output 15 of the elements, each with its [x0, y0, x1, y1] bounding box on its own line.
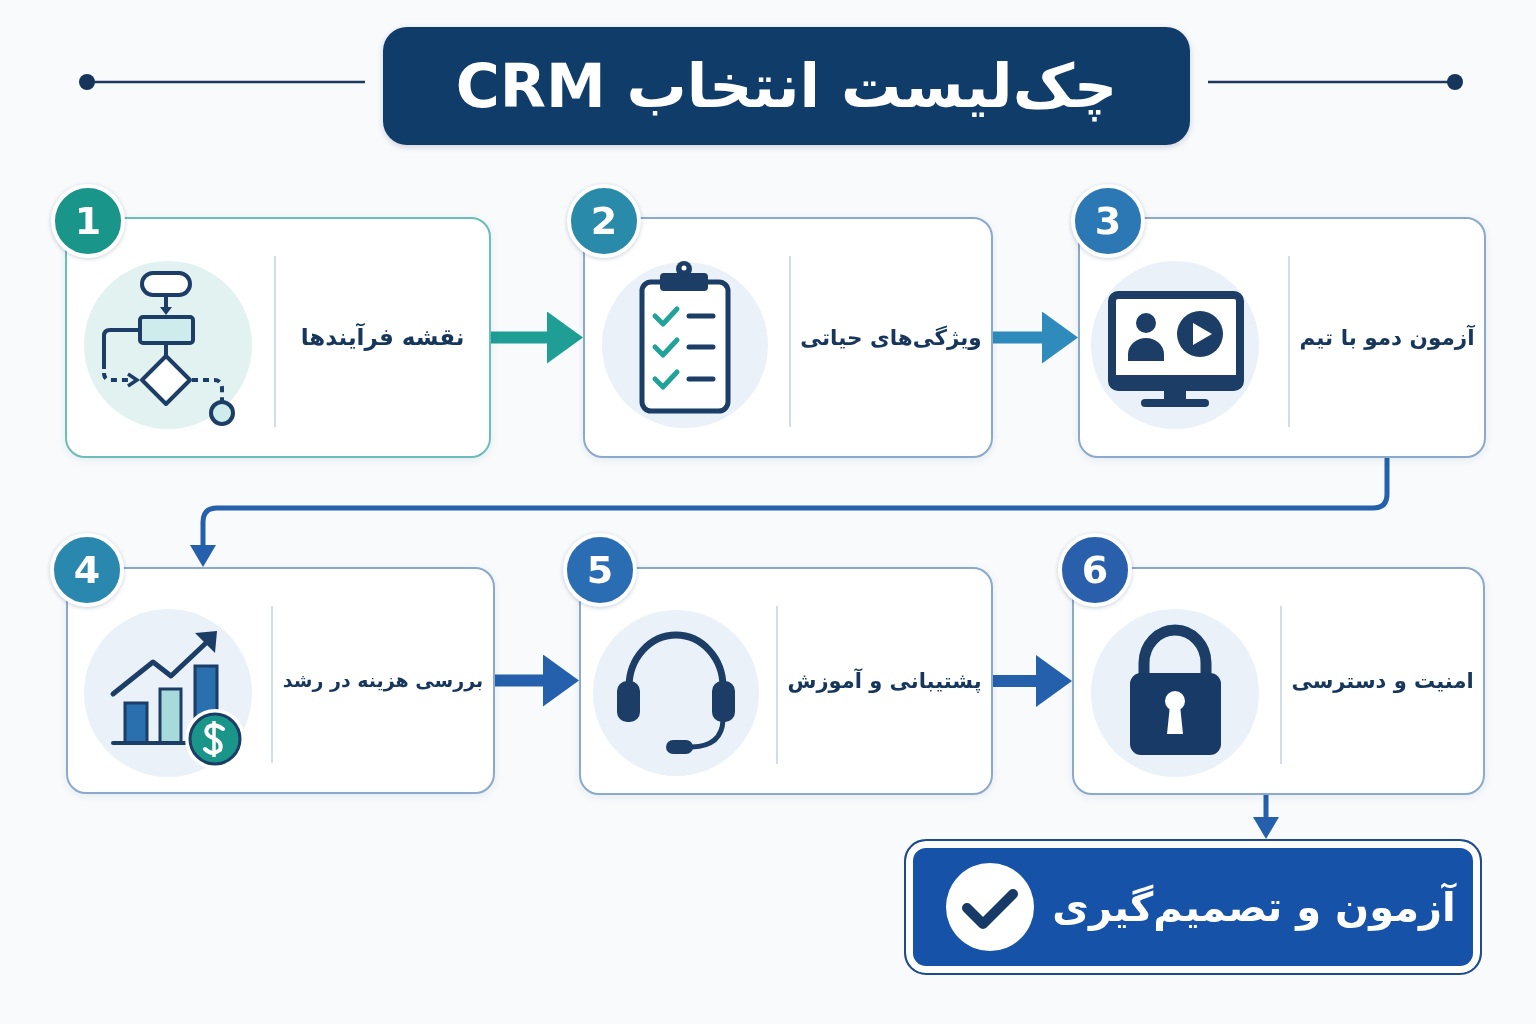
- step-title: بررسی هزینه در رشد: [282, 667, 484, 694]
- arrow: [495, 654, 579, 707]
- arrow: [1253, 795, 1279, 839]
- arrow: [491, 311, 583, 364]
- arrow: [190, 458, 1390, 567]
- step-title: آزمون دمو با تیم: [1299, 324, 1475, 352]
- result-box: [904, 839, 1482, 975]
- step-title: پشتیبانی و آموزش: [787, 667, 982, 695]
- step-title: امنیت و دسترسی: [1291, 667, 1474, 695]
- step-title: ویژگی‌های حیاتی: [800, 324, 982, 352]
- title-banner: چک‌لیست انتخاب CRM: [383, 27, 1190, 145]
- arrow: [993, 655, 1072, 707]
- result-title: آزمون و تصمیم‌گیری: [1052, 884, 1456, 930]
- step-title: نقشه فرآیندها: [300, 322, 465, 353]
- arrow: [993, 311, 1078, 364]
